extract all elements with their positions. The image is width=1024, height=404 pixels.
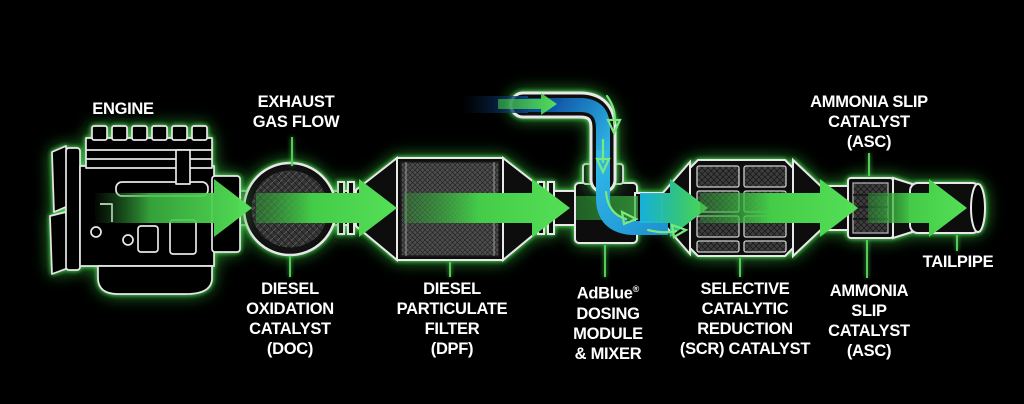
label-scr-line1: SELECTIVE <box>700 280 790 298</box>
label-doc: DIESEL OXIDATION CATALYST (DOC) <box>227 279 353 359</box>
engine-head <box>85 137 213 169</box>
label-doc-line3: CATALYST <box>249 320 331 338</box>
label-asc-top-line3: (ASC) <box>846 133 892 151</box>
label-scr-line3: REDUCTION <box>697 320 793 338</box>
label-scr-line4: (SCR) CATALYST <box>679 340 811 358</box>
label-asc-top-line1: AMMONIA SLIP <box>810 93 928 111</box>
flow-arrow-engine <box>95 179 252 237</box>
flow-arrow-mixer <box>640 179 708 237</box>
label-exhaust-gas-flow: EXHAUST GAS FLOW <box>236 92 356 132</box>
label-dpf-line4: (DPF) <box>430 340 474 358</box>
label-tailpipe-line: TAILPIPE <box>922 253 994 271</box>
engine-oil-pan <box>97 265 213 295</box>
label-tailpipe: TAILPIPE <box>898 252 1018 272</box>
label-dpf: DIESEL PARTICULATE FILTER (DPF) <box>389 279 515 359</box>
engine-valve-ribs <box>91 125 208 141</box>
adblue-arrow-elbow <box>605 94 616 126</box>
registered-mark: ® <box>632 284 640 294</box>
label-adblue-brand: AdBlue <box>576 284 633 303</box>
label-adblue: AdBlue® DOSING MODULE & MIXER <box>548 279 668 364</box>
label-engine-line: ENGINE <box>92 100 154 118</box>
label-asc-top-line2: CATALYST <box>828 113 910 131</box>
label-connectors <box>289 137 958 278</box>
tailpipe-opening <box>970 183 986 233</box>
label-adblue-line4: & MIXER <box>574 344 642 363</box>
flow-arrow-dpf <box>404 179 570 237</box>
label-dpf-line2: PARTICULATE <box>396 300 508 318</box>
flow-arrow-doc <box>256 179 397 237</box>
label-asc-top: AMMONIA SLIP CATALYST (ASC) <box>794 92 944 152</box>
exhaust-flow-arrows <box>95 93 967 237</box>
label-asc-bottom-line2: SLIP <box>851 302 887 320</box>
label-exhaust-line1: EXHAUST <box>257 93 335 111</box>
label-adblue-line3: MODULE <box>573 324 643 343</box>
label-scr: SELECTIVE CATALYTIC REDUCTION (SCR) CATA… <box>670 279 820 359</box>
flow-arrow-tailpipe <box>868 179 967 237</box>
adblue-direction-arrows <box>595 94 689 239</box>
label-engine: ENGINE <box>63 99 183 119</box>
label-adblue-line2: DOSING <box>576 304 640 323</box>
label-doc-line2: OXIDATION <box>246 300 334 318</box>
adblue-inlet-arrow <box>498 93 557 115</box>
label-asc-bottom-line3: CATALYST <box>828 322 910 340</box>
label-asc-bottom-line1: AMMONIA <box>829 282 909 300</box>
flow-arrow-scr <box>700 179 858 237</box>
label-scr-line2: CATALYTIC <box>701 300 789 318</box>
label-adblue-brand-line: AdBlue® <box>548 279 668 304</box>
label-asc-bottom: AMMONIA SLIP CATALYST (ASC) <box>809 281 929 361</box>
adblue-stream-in-module <box>596 150 668 235</box>
adblue-supply-pipe <box>509 91 617 194</box>
label-exhaust-line2: GAS FLOW <box>252 113 340 131</box>
label-dpf-line1: DIESEL <box>423 280 481 298</box>
label-dpf-line3: FILTER <box>424 320 480 338</box>
label-doc-line4: (DOC) <box>266 340 314 358</box>
label-asc-bottom-line4: (ASC) <box>846 342 892 360</box>
label-doc-line1: DIESEL <box>261 280 319 298</box>
